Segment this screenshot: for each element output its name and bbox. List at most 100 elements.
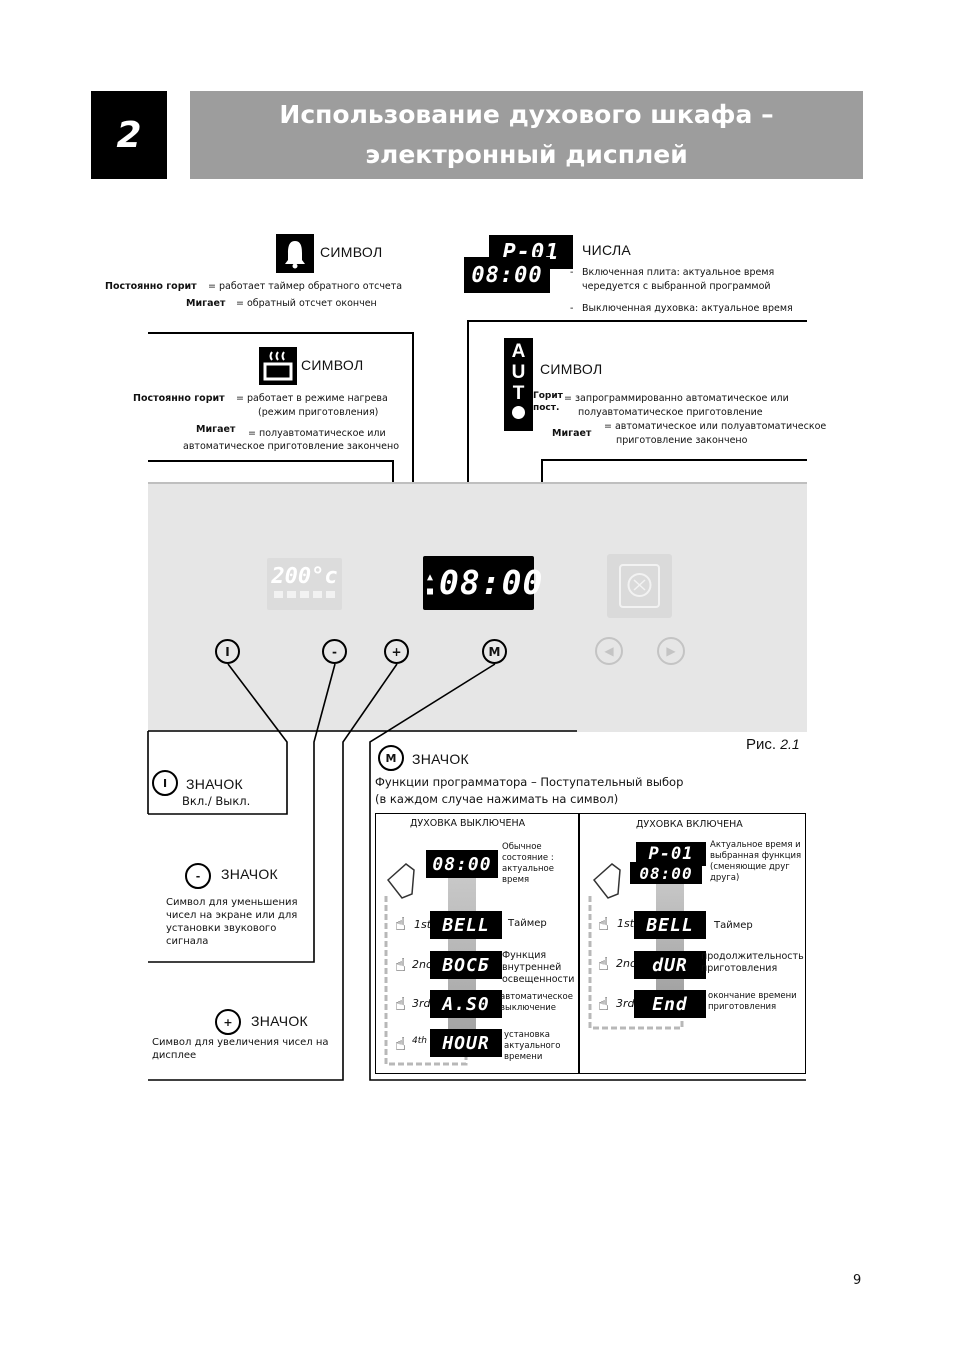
numbers-heading: ЧИСЛА	[582, 242, 632, 258]
power-icon: I	[152, 770, 178, 796]
off-step-0-text-3: актуальное	[502, 864, 554, 874]
numbers-dash-1: -	[570, 267, 574, 278]
cook-steady-label: Постоянно горит	[133, 393, 225, 404]
m-button-label: M	[488, 644, 501, 659]
bell-symbol-heading: СИМВОЛ	[320, 244, 383, 260]
m-icon-heading: ЗНАЧОК	[412, 751, 469, 767]
off-step-4-ord: 4th	[412, 1036, 427, 1046]
off-step-0-text-2: состояние :	[502, 853, 554, 863]
figure-number: 2.1	[780, 736, 800, 752]
plus-icon: +	[215, 1009, 241, 1035]
minus-icon: -	[185, 863, 211, 889]
bell-blink-text: = обратный отсчет окончен	[236, 298, 377, 309]
off-step-3-text-1: автоматическое	[500, 992, 573, 1002]
off-step-2-text-1: Функция	[502, 950, 547, 961]
return-loop-off	[384, 863, 468, 1066]
on-step-0-display-2: 08:00	[630, 862, 702, 884]
cooking-pot-icon	[259, 347, 297, 385]
m-text-2: (в каждом случае нажимать на символ)	[375, 792, 619, 806]
numbers-display-bottom: 08:00	[464, 257, 550, 293]
right-arrow-icon: ▶	[666, 644, 676, 658]
on-step-3-text-2: приготовления	[708, 1002, 777, 1012]
minus-text-2: чисел на экране или для	[166, 910, 298, 921]
bell-indicator-icon: ▲	[427, 572, 434, 583]
on-step-3-text: окончание времени приготовления	[708, 991, 797, 1013]
m-button[interactable]: M	[482, 639, 507, 664]
page-title: Использование духового шкафа – электронн…	[190, 91, 863, 179]
cook-symbol-heading: СИМВОЛ	[301, 357, 364, 373]
pot-indicator-icon: ■	[427, 586, 434, 597]
minus-text-1: Символ для уменьшения	[166, 897, 298, 908]
sequence-divider	[578, 813, 580, 1074]
on-step-1-ord: 1st	[617, 917, 635, 930]
title-line-1: Использование духового шкафа –	[279, 100, 774, 129]
cook-steady-text-2: (режим приготовления)	[258, 407, 379, 418]
plus-button-label: +	[391, 644, 402, 659]
clock-value: 08:00	[439, 563, 544, 602]
bell-steady-label: Постоянно горит	[105, 281, 197, 292]
minus-text-3: установки звукового	[166, 923, 277, 934]
auto-blink-text-1: = автоматическое или полуавтоматическое	[604, 421, 827, 432]
off-step-1-text: Таймер	[508, 918, 547, 929]
bell-icon	[276, 234, 314, 273]
m-text-1: Функции программатора – Поступательный в…	[375, 775, 684, 789]
on-step-2-display: dUR	[634, 951, 706, 979]
on-step-2-text: продолжительность приготовления	[701, 951, 804, 975]
auto-letter-a: A	[511, 341, 526, 362]
off-step-2-ord: 2nd	[412, 958, 433, 971]
auto-indicator-icon: ▮	[524, 574, 530, 584]
on-step-0-text: Актуальное время и выбранная функция (см…	[710, 840, 801, 884]
right-arrow-button[interactable]: ▶	[657, 637, 685, 665]
title-line-2: электронный дисплей	[365, 140, 688, 169]
off-step-0-text-1: Обычное	[502, 842, 542, 852]
figure-label: Рис. 2.1	[746, 736, 800, 753]
press-hand-icon: ☝	[598, 954, 609, 975]
on-step-0-text-4: друга)	[710, 873, 740, 883]
off-step-4-display: HOUR	[430, 1029, 502, 1057]
on-step-0-text-3: (сменяющие друг	[710, 862, 790, 872]
auto-letter-t: T	[512, 383, 525, 404]
left-arrow-icon: ◀	[604, 644, 614, 658]
cook-blink-text-2: автоматическое приготовление закончено	[183, 441, 400, 452]
off-step-1-display: BELL	[430, 911, 502, 939]
power-button-label: I	[225, 644, 230, 659]
oven-off-heading: ДУХОВКА ВЫКЛЮЧЕНА	[410, 818, 526, 829]
auto-blink-label: Мигает	[552, 428, 592, 439]
auto-blink-text-2: приготовление закончено	[616, 435, 748, 446]
sequence-arrow-on	[656, 880, 684, 1000]
programmer-sequence-table	[375, 813, 806, 1074]
press-hand-icon: ☝	[395, 994, 406, 1015]
auto-symbol-heading: СИМВОЛ	[540, 361, 603, 377]
power-icon-heading: ЗНАЧОК	[186, 776, 243, 792]
on-step-2-text-2: приготовления	[701, 963, 778, 974]
on-step-0-text-1: Актуальное время и	[710, 840, 801, 850]
on-step-3-ord: 3rd	[616, 997, 635, 1010]
power-icon-text: Вкл./ Выкл.	[182, 794, 251, 808]
plus-button[interactable]: +	[384, 639, 409, 664]
auto-steady-label-2: пост.	[533, 403, 560, 413]
on-step-3-text-1: окончание времени	[708, 991, 797, 1001]
press-hand-icon: ☝	[395, 955, 406, 976]
power-button[interactable]: I	[215, 639, 240, 664]
numbers-off-text: Выключенная духовка: актуальное время	[582, 303, 793, 314]
on-step-1-display: BELL	[634, 911, 706, 939]
plus-text-1: Символ для увеличения чисел на	[152, 1037, 329, 1048]
off-step-3-display: A.S0	[430, 990, 502, 1018]
off-step-4-text-2: актуального	[504, 1041, 561, 1051]
numbers-on-line-2: чередуется с выбранной программой	[582, 281, 771, 292]
auto-dot-icon	[512, 406, 525, 419]
off-step-4-text: установка актуального времени	[504, 1030, 560, 1063]
minus-button[interactable]: -	[322, 639, 347, 664]
plus-icon-text: Символ для увеличения чисел на дисплее	[152, 1036, 329, 1062]
on-step-2-ord: 2nd	[616, 957, 637, 970]
m-icon: M	[378, 745, 404, 771]
off-step-3-text-2: выключение	[500, 1003, 557, 1013]
left-arrow-button[interactable]: ◀	[595, 637, 623, 665]
m-icon-text: Функции программатора – Поступательный в…	[375, 774, 683, 808]
cook-blink-label: Мигает	[196, 424, 236, 435]
off-step-1-ord: 1st	[414, 918, 432, 931]
temperature-value: 200°c	[271, 564, 338, 589]
on-step-2-text-1: продолжительность	[701, 951, 804, 962]
numbers-on-line-1: Включенная плита: актуальное время	[582, 267, 775, 278]
auto-steady-label: Горит пост.	[533, 390, 563, 414]
